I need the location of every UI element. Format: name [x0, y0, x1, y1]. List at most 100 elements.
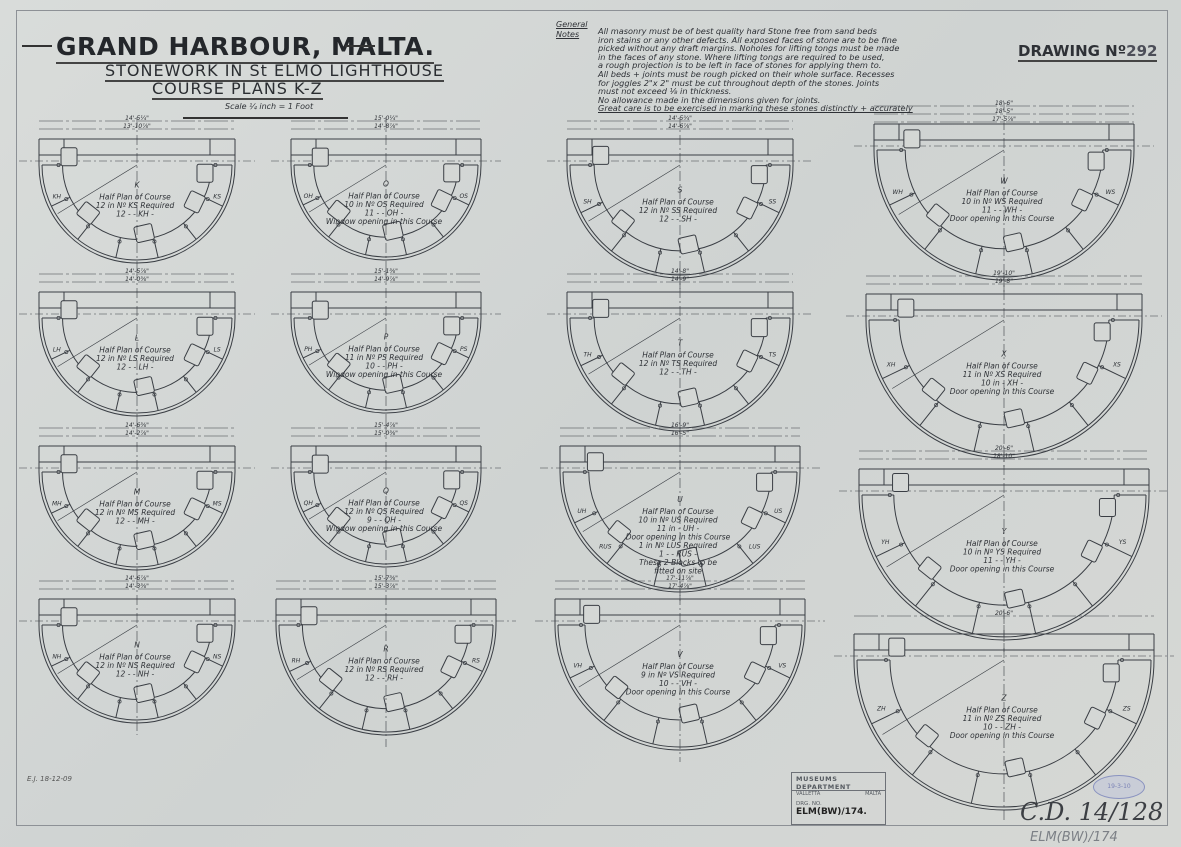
stone-block	[327, 199, 351, 223]
drawing-number: DRAWING Nº292	[1018, 42, 1158, 62]
stone-block	[76, 508, 100, 532]
joggle-hole	[213, 470, 218, 474]
dimension-label: 16'-5"	[671, 430, 689, 437]
joggle-hole	[183, 224, 188, 229]
joggle-hole	[205, 197, 210, 202]
course-note: 12 in Nº MS Required	[95, 508, 175, 517]
course-note: 11 in Nº ZS Required	[963, 714, 1042, 723]
stone-block	[382, 220, 404, 241]
stone-block	[183, 190, 206, 214]
course-letter: Y	[1002, 527, 1008, 536]
joggle-hole	[1066, 228, 1071, 233]
joggle-hole	[336, 375, 341, 380]
course-note: 11 in Nº XS Required	[963, 370, 1042, 379]
note-line: in the faces of any stone. Where lifting…	[598, 51, 885, 62]
joggle-hole	[767, 316, 772, 320]
joggle-hole	[1026, 424, 1031, 429]
course-note: 9 in Nº VS Required	[641, 670, 715, 679]
dimension-label: 18'-10"	[993, 453, 1015, 460]
course-note: 12 in Nº LS Required	[96, 354, 174, 363]
joggle-hole	[588, 163, 593, 167]
joggle-hole	[307, 316, 312, 320]
joggle-hole	[117, 239, 122, 244]
dimension-label: 17'-11⅞"	[666, 575, 694, 582]
stamp-city: VALLETTA	[796, 791, 821, 797]
joggle-hole	[452, 349, 457, 354]
note-line: iron stains or any other defects. All ex…	[598, 34, 897, 45]
course-note: 12 - - SH -	[659, 215, 697, 224]
joggle-hole	[658, 403, 662, 408]
course-note: 12 in Nº NS Required	[95, 661, 175, 670]
stone-mark: WS	[1105, 189, 1115, 196]
joggle-hole	[773, 470, 778, 474]
joggle-hole	[767, 163, 772, 167]
stone-block	[133, 530, 155, 551]
stone-mark: XS	[1112, 362, 1121, 369]
stone-block	[888, 637, 906, 657]
joggle-hole	[86, 224, 91, 229]
joggle-hole	[403, 708, 408, 713]
course-note: Half Plan of Course	[99, 652, 171, 661]
stone-mark: TS	[769, 352, 777, 359]
joggle-hole	[579, 623, 583, 627]
course-note: 12 - - MH -	[115, 516, 155, 525]
stone-block	[1004, 588, 1026, 609]
stone-block	[677, 387, 699, 408]
course-note: Door opening in this Course	[626, 533, 731, 542]
course-note: Half Plan of Course	[348, 344, 420, 353]
joggle-hole	[977, 424, 982, 429]
stone-block	[586, 452, 604, 472]
stone-block	[60, 607, 78, 627]
stone-mark: YS	[1119, 539, 1127, 546]
stone-mark: RS	[472, 658, 480, 665]
stone-block	[300, 606, 318, 626]
joggle-hole	[213, 623, 218, 627]
note-line: Great care is to be exercised in marking…	[598, 103, 913, 114]
joggle-hole	[462, 661, 467, 665]
stone-block	[1004, 757, 1026, 778]
note-line: picked without any draft margins. Nohole…	[598, 43, 900, 54]
drawing-number-value: 292	[1126, 42, 1158, 60]
joggle-hole	[401, 237, 405, 242]
stone-block	[678, 703, 700, 724]
dimension-label: 17'-4⅞"	[668, 583, 692, 590]
dimension-label: 15'-4⅞"	[374, 422, 398, 429]
joggle-hole	[307, 163, 312, 167]
stone-block	[903, 129, 921, 149]
stone-mark: KS	[213, 194, 221, 201]
joggle-hole	[1110, 318, 1115, 322]
joggle-hole	[64, 197, 69, 202]
stone-mark: QH	[304, 500, 314, 507]
stone-mark: US	[774, 508, 782, 515]
joggle-hole	[401, 390, 405, 395]
joggle-hole	[64, 350, 69, 355]
stone-block	[196, 623, 214, 643]
course-note: Window opening in this Course	[326, 217, 443, 226]
note-line: All masonry must be of best quality hard…	[598, 26, 877, 36]
joggle-hole	[1069, 403, 1074, 408]
course-note: 1 in Nº LUS Required	[639, 541, 718, 550]
stone-block	[1076, 361, 1099, 385]
course-letter: M	[134, 487, 141, 496]
joggle-hole	[734, 233, 738, 238]
joggle-hole	[56, 623, 61, 627]
joggle-hole	[616, 700, 621, 705]
joggle-hole	[656, 562, 661, 567]
stone-block	[76, 661, 100, 685]
stamp-drg-number: ELM(BW)/174.	[796, 807, 867, 817]
stone-block	[1093, 322, 1111, 342]
joggle-hole	[460, 316, 465, 320]
stone-block	[1102, 663, 1120, 683]
dimension-label: 19'-8"	[995, 278, 1013, 285]
stone-block	[183, 497, 206, 521]
joggle-hole	[1108, 709, 1113, 714]
course-letter: W	[1000, 177, 1008, 186]
joggle-hole	[56, 316, 61, 320]
dimension-label: 15'-0⅜"	[374, 430, 398, 437]
joggle-hole	[86, 377, 91, 382]
stone-block	[750, 318, 768, 338]
course-note: 10 - - PH -	[365, 361, 403, 370]
dimension-label: 14'-5¾"	[668, 115, 692, 122]
